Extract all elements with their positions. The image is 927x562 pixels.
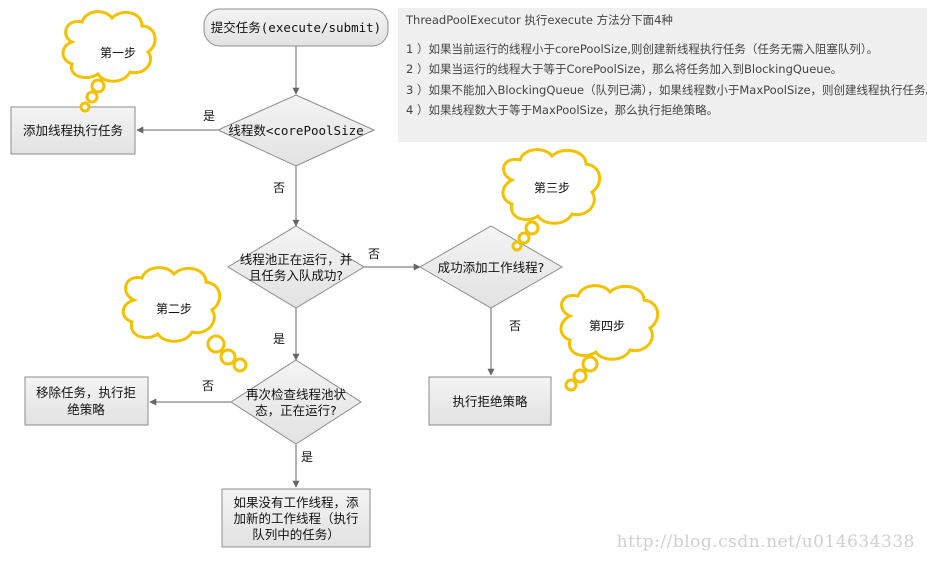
action-remove-reject-line2: 绝策略 — [67, 402, 105, 417]
info-rule-3: 3 ）如果不能加入BlockingQueue（队列已满），如果线程数小于MaxP… — [406, 82, 927, 97]
edge-label-recheck-yes: 是 — [301, 450, 313, 464]
action-add-worker-label: 添加线程执行任务 — [23, 123, 123, 138]
info-panel: ThreadPoolExecutor 执行execute 方法分下面4种 1 ）… — [398, 8, 927, 142]
step-cloud-4-label: 第四步 — [589, 319, 625, 333]
step-cloud-2-label: 第二步 — [156, 302, 192, 316]
edge-label-queue-yes: 是 — [273, 332, 285, 346]
edge-label-core-yes: 是 — [203, 109, 215, 123]
decision-enqueue-line1: 线程池正在运行，并 — [240, 252, 353, 267]
step-cloud-1: 第一步 — [61, 10, 157, 113]
decision-enqueue: 线程池正在运行，并 且任务入队成功? — [227, 225, 365, 309]
action-add-new-worker-line1: 如果没有工作线程，添 — [233, 495, 359, 510]
action-remove-reject-line1: 移除任务，执行拒 — [36, 385, 136, 400]
info-rule-1: 1 ）如果当前运行的线程小于corePoolSize,则创建新线程执行任务（任务… — [406, 41, 879, 56]
edge-label-queue-no: 否 — [368, 247, 380, 261]
decision-recheck: 再次检查线程池状 态，正在运行? — [230, 359, 362, 445]
start-node: 提交任务(execute/submit) — [203, 8, 389, 47]
action-remove-reject: 移除任务，执行拒 绝策略 — [24, 376, 149, 426]
step-cloud-3: 第三步 — [501, 148, 602, 252]
step-cloud-3-label: 第三步 — [534, 181, 570, 195]
decision-recheck-line1: 再次检查线程池状 — [246, 387, 347, 402]
decision-enqueue-line2: 且任务入队成功? — [249, 268, 343, 283]
info-rule-4: 4 ）如果线程数大于等于MaxPoolSize，那么执行拒绝策略。 — [406, 103, 719, 117]
action-add-new-worker-line3: 队列中的任务） — [252, 527, 340, 542]
decision-core-pool-size-label: 线程数<corePoolSize — [228, 123, 363, 138]
action-reject-label: 执行拒绝策略 — [452, 394, 528, 409]
decision-core-pool-size: 线程数<corePoolSize — [216, 94, 376, 167]
watermark: http://blog.csdn.net/u014634338 — [616, 532, 915, 552]
action-reject: 执行拒绝策略 — [428, 376, 552, 426]
edge-label-recheck-no: 否 — [202, 379, 214, 393]
step-cloud-1-label: 第一步 — [100, 46, 136, 60]
info-title: ThreadPoolExecutor 执行execute 方法分下面4种 — [406, 13, 673, 27]
action-add-new-worker: 如果没有工作线程，添 加新的工作线程（执行 队列中的任务） — [221, 488, 371, 548]
edge-labels: 是 否 否 否 是 否 是 — [202, 109, 521, 464]
step-cloud-2: 第二步 — [121, 266, 248, 373]
edge-label-addworker-no: 否 — [509, 319, 521, 333]
edges — [136, 46, 495, 488]
decision-recheck-line2: 态，正在运行? — [255, 403, 337, 418]
decision-add-worker: 成功添加工作线程? — [419, 225, 563, 309]
info-rule-2: 2 ）如果当运行的线程大于等于CorePoolSize，那么将任务加入到Bloc… — [406, 62, 843, 76]
step-cloud-4: 第四步 — [559, 284, 660, 392]
action-add-new-worker-line2: 加新的工作线程（执行 — [233, 511, 358, 526]
action-add-worker: 添加线程执行任务 — [10, 106, 136, 155]
edge-label-core-no: 否 — [273, 181, 285, 195]
start-node-label: 提交任务(execute/submit) — [211, 20, 381, 35]
decision-add-worker-label: 成功添加工作线程? — [438, 260, 545, 275]
